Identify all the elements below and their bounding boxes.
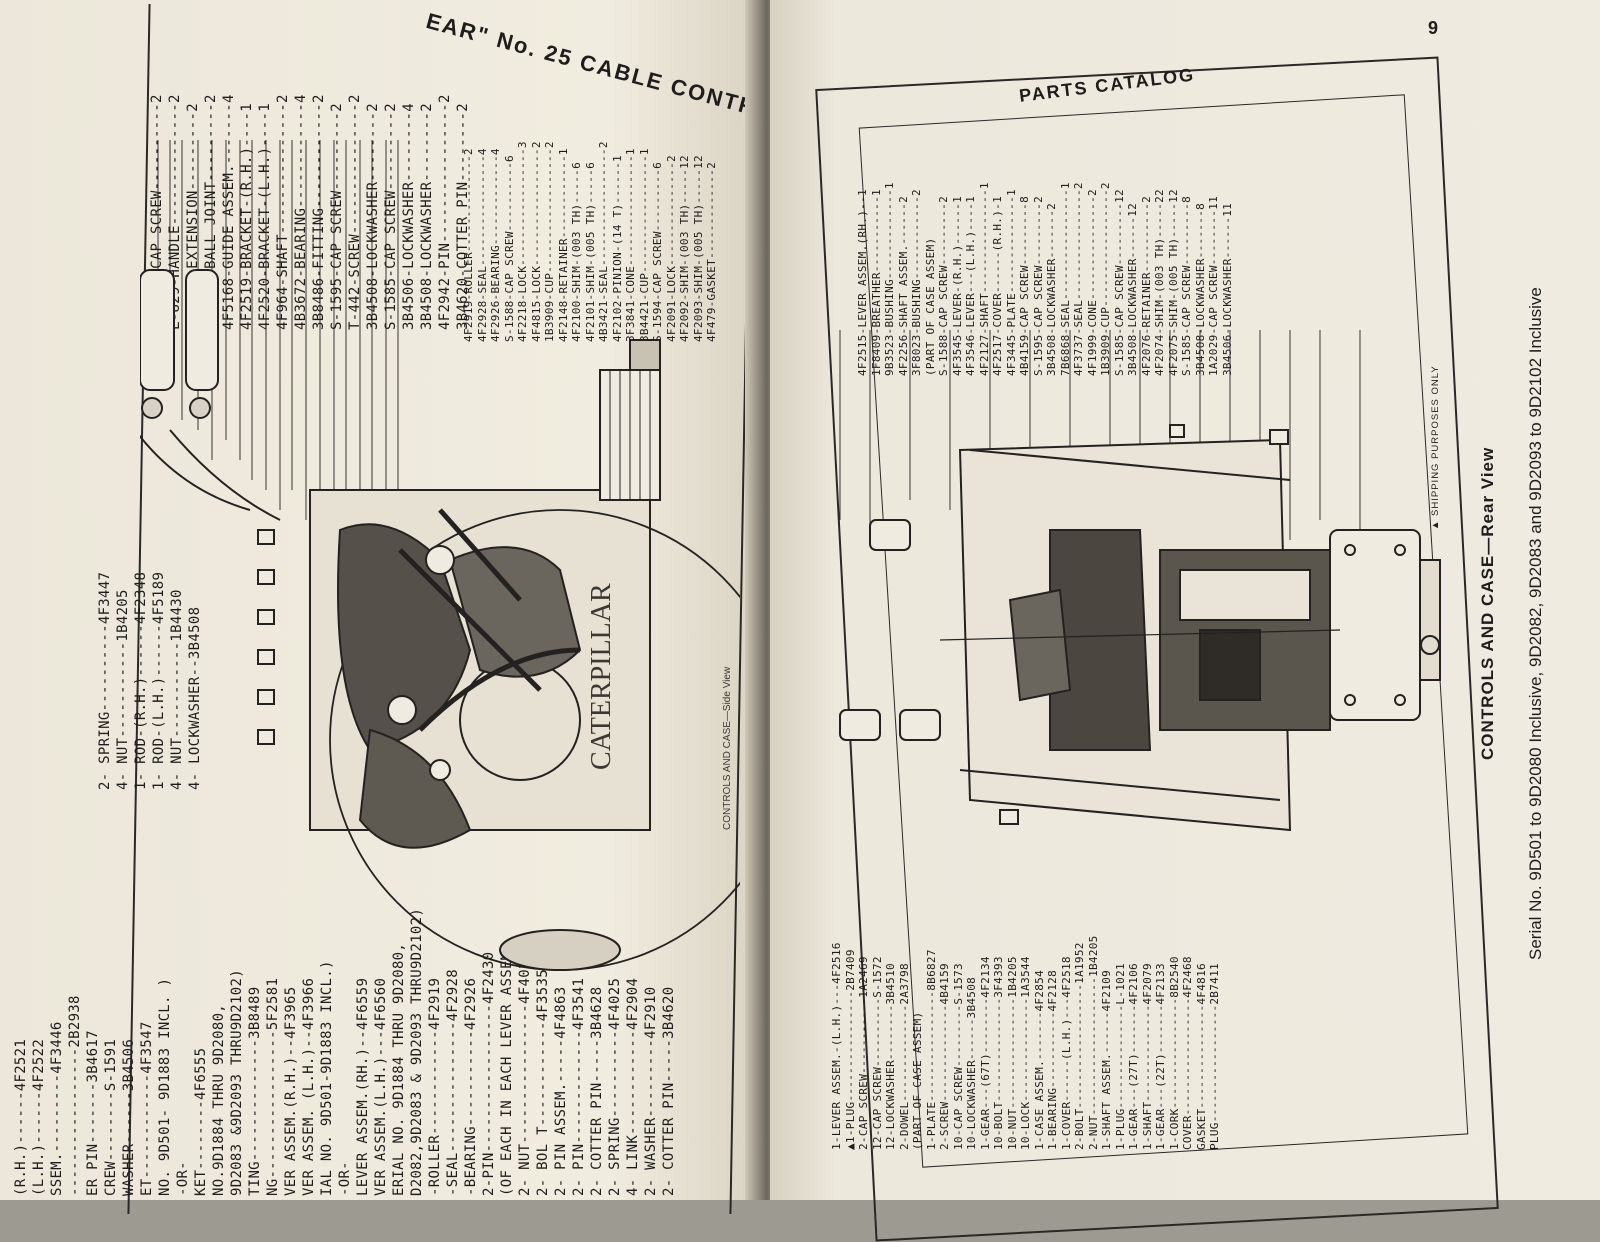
callout-label: 1-BEARING-----------4F2128 <box>1046 970 1059 1150</box>
callout-label: 1-LEVER ASSEM.-(L.H.)---4F2516 <box>830 942 843 1150</box>
callout-label: 1-PLUG---------------L-1021 <box>1113 963 1127 1150</box>
callout-label: 2-SCREW--------------4B4159 <box>938 963 951 1150</box>
figure-caption-serial: Serial No. 9D501 to 9D2080 Inclusive, 9D… <box>1526 287 1545 960</box>
callout-label: 2-NUT--------------------1B4205 <box>1086 935 1100 1150</box>
callout-label: -----------------2B2938 <box>67 995 83 1196</box>
callout-label: 12-LOCKWASHER--------3B4510 <box>884 963 897 1150</box>
callout-label: 1-COVER------(L.H.)---4F2518 <box>1059 956 1073 1150</box>
callout-label: ER PIN-------3B4617 <box>85 1030 101 1196</box>
callout-label: 1-SHAFT ASSEM.------4F2109 <box>1100 970 1113 1150</box>
figure-caption-title: CONTROLS AND CASE—Rear View <box>1478 446 1497 760</box>
callout-label: 1-SHAFT--------------4F2079 <box>1140 963 1154 1150</box>
right-bottom-callouts: 1-LEVER ASSEM.-(L.H.)---4F2516▲1-PLUG---… <box>830 935 1222 1150</box>
callout-label: WASHER------3B4506 <box>121 1038 137 1196</box>
shipping-note: ▲ SHIPPING PURPOSES ONLY <box>1430 365 1441 530</box>
diagram-caterpillar-logo: CATERPILLAR <box>586 583 617 770</box>
callout-label: 2-DOWEL--------------2A3798 <box>897 963 911 1150</box>
callout-label: 1-GEAR---(22T)-------4F2133 <box>1154 963 1167 1150</box>
callout-label: ▲1-PLUG----------------2B7409 <box>843 949 857 1150</box>
callout-label: 2-CAP SCREW-----------1A2469 <box>857 956 870 1150</box>
callout-label: 10-LOCKWASHER------3B4508 <box>965 976 978 1150</box>
callout-label: 10-CAP SCREW---------S-1573 <box>951 963 965 1150</box>
callout-label: 1-CASE ASSEM.-------4F2854 <box>1032 970 1046 1150</box>
callout-label: 10-LOCK---------------1A3544 <box>1019 956 1032 1150</box>
callout-label: PLUG-----------------2B7411 <box>1208 963 1221 1150</box>
callout-label: 2-BOLT------------------1A1952 <box>1073 942 1086 1150</box>
callout-label: 2- SPRING----------4F3447 <box>97 571 113 790</box>
callout-label: 12-CAP SCREW----------S-1572 <box>870 956 884 1150</box>
callout-label: 1-GEAR---(67T)--------4F2134 <box>978 956 992 1150</box>
callout-label: SSEM.---------4F3446 <box>49 1021 65 1196</box>
callout-label: 10-NUT----------------1B4205 <box>1005 956 1019 1150</box>
page-number: 9 <box>1428 18 1439 38</box>
diagram-side-view-label: CONTROLS AND CASE—Side View <box>722 666 733 830</box>
left-side-view-diagram: CATERPILLAR CONTROLS AND CASE—Side View <box>140 140 740 971</box>
callout-label: 4- NUT-----------1B4205 <box>115 589 131 790</box>
callout-label: CREW--------S-1591 <box>103 1038 119 1196</box>
callout-label: 10-BOLT---------------3F4393 <box>992 956 1005 1150</box>
callout-label: (L.H.)------4F2522 <box>31 1038 47 1196</box>
callout-label: (R.H.)------4F2521 <box>13 1038 29 1196</box>
callout-label: 1-CORK----------------8B2540 <box>1167 956 1181 1150</box>
callout-label: COVER-----------------4F2468 <box>1181 956 1194 1150</box>
callout-label: (PART OF CASE ASSEM) <box>911 1011 924 1150</box>
callout-label: 1-PLATE----------------8B6827 <box>924 949 938 1150</box>
callout-label: GASKET---------------4F4816 <box>1194 963 1208 1150</box>
callout-label: 1-GEAR---(27T)-------4F2106 <box>1127 963 1140 1150</box>
right-rear-view-diagram <box>839 330 1441 832</box>
